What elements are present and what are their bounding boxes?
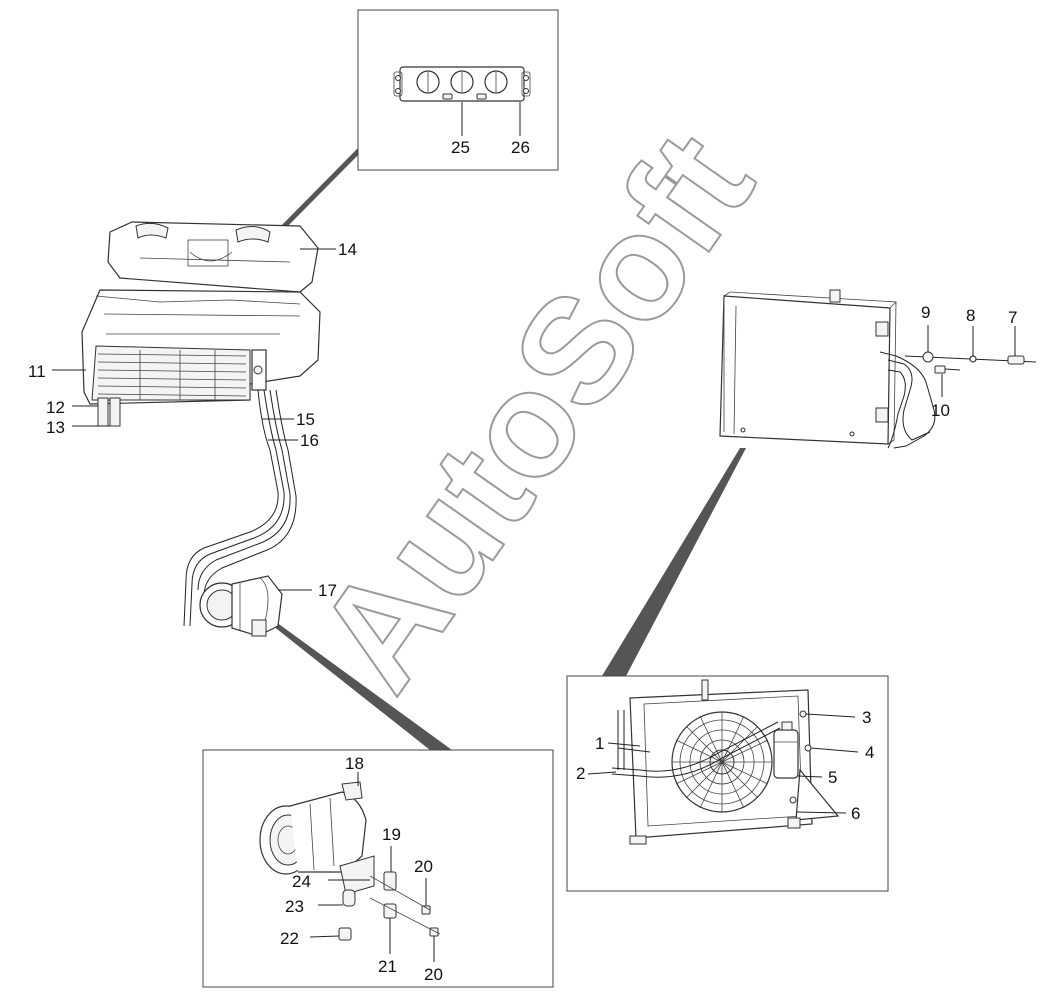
detail-box-control-panel: 25 26 xyxy=(357,9,559,171)
label-7: 7 xyxy=(1008,308,1017,327)
label-6: 6 xyxy=(851,804,860,823)
label-9: 9 xyxy=(921,303,930,322)
nut-8 xyxy=(969,355,977,363)
evaporator-core-grille xyxy=(97,350,247,400)
leader-lines xyxy=(52,248,336,591)
label-24: 24 xyxy=(292,872,311,891)
label-1: 1 xyxy=(595,734,604,753)
watermark: AutoSoft xyxy=(284,103,785,718)
cooling-fan xyxy=(671,711,773,813)
callout-labels: 1 2 3 4 5 6 7 8 9 10 11 12 13 14 15 16 1… xyxy=(28,240,1017,984)
label-16: 16 xyxy=(300,431,319,450)
washer-9 xyxy=(922,351,934,363)
compressor-overview xyxy=(199,575,283,637)
nut-22 xyxy=(338,927,352,941)
label-20-upper: 20 xyxy=(414,857,433,876)
label-25: 25 xyxy=(451,138,470,157)
label-8: 8 xyxy=(966,306,975,325)
climate-control-panel xyxy=(393,66,531,102)
label-4: 4 xyxy=(865,743,874,762)
bushing-23 xyxy=(342,889,356,907)
detail-connector-compressor xyxy=(268,622,452,750)
label-21: 21 xyxy=(378,957,397,976)
label-18: 18 xyxy=(345,754,364,773)
hvac-unit-assembly xyxy=(81,221,321,427)
label-3: 3 xyxy=(862,708,871,727)
label-12: 12 xyxy=(46,398,65,417)
label-5: 5 xyxy=(828,768,837,787)
condenser-fasteners xyxy=(904,325,1037,397)
label-10: 10 xyxy=(931,401,950,420)
ac-compressor xyxy=(259,781,375,895)
label-19: 19 xyxy=(382,825,401,844)
detail-connector-control-panel xyxy=(277,148,365,232)
label-15: 15 xyxy=(296,410,315,429)
refrigerant-hoses xyxy=(183,389,297,627)
bolt-10 xyxy=(934,365,946,374)
detail-connector-condenser xyxy=(602,448,746,676)
label-20-lower: 20 xyxy=(424,965,443,984)
label-17: 17 xyxy=(318,581,337,600)
label-13: 13 xyxy=(46,418,65,437)
bolt-20a xyxy=(421,905,431,915)
label-14: 14 xyxy=(338,240,357,259)
label-2: 2 xyxy=(576,764,585,783)
label-22: 22 xyxy=(280,929,299,948)
detail-box-condenser-fan xyxy=(566,675,889,892)
detail-box-compressor xyxy=(202,749,554,988)
label-23: 23 xyxy=(285,897,304,916)
label-11: 11 xyxy=(28,362,46,381)
receiver-dryer xyxy=(773,721,799,779)
bolt-7 xyxy=(1007,355,1025,365)
condenser-assembly xyxy=(719,289,936,449)
label-26: 26 xyxy=(511,138,530,157)
